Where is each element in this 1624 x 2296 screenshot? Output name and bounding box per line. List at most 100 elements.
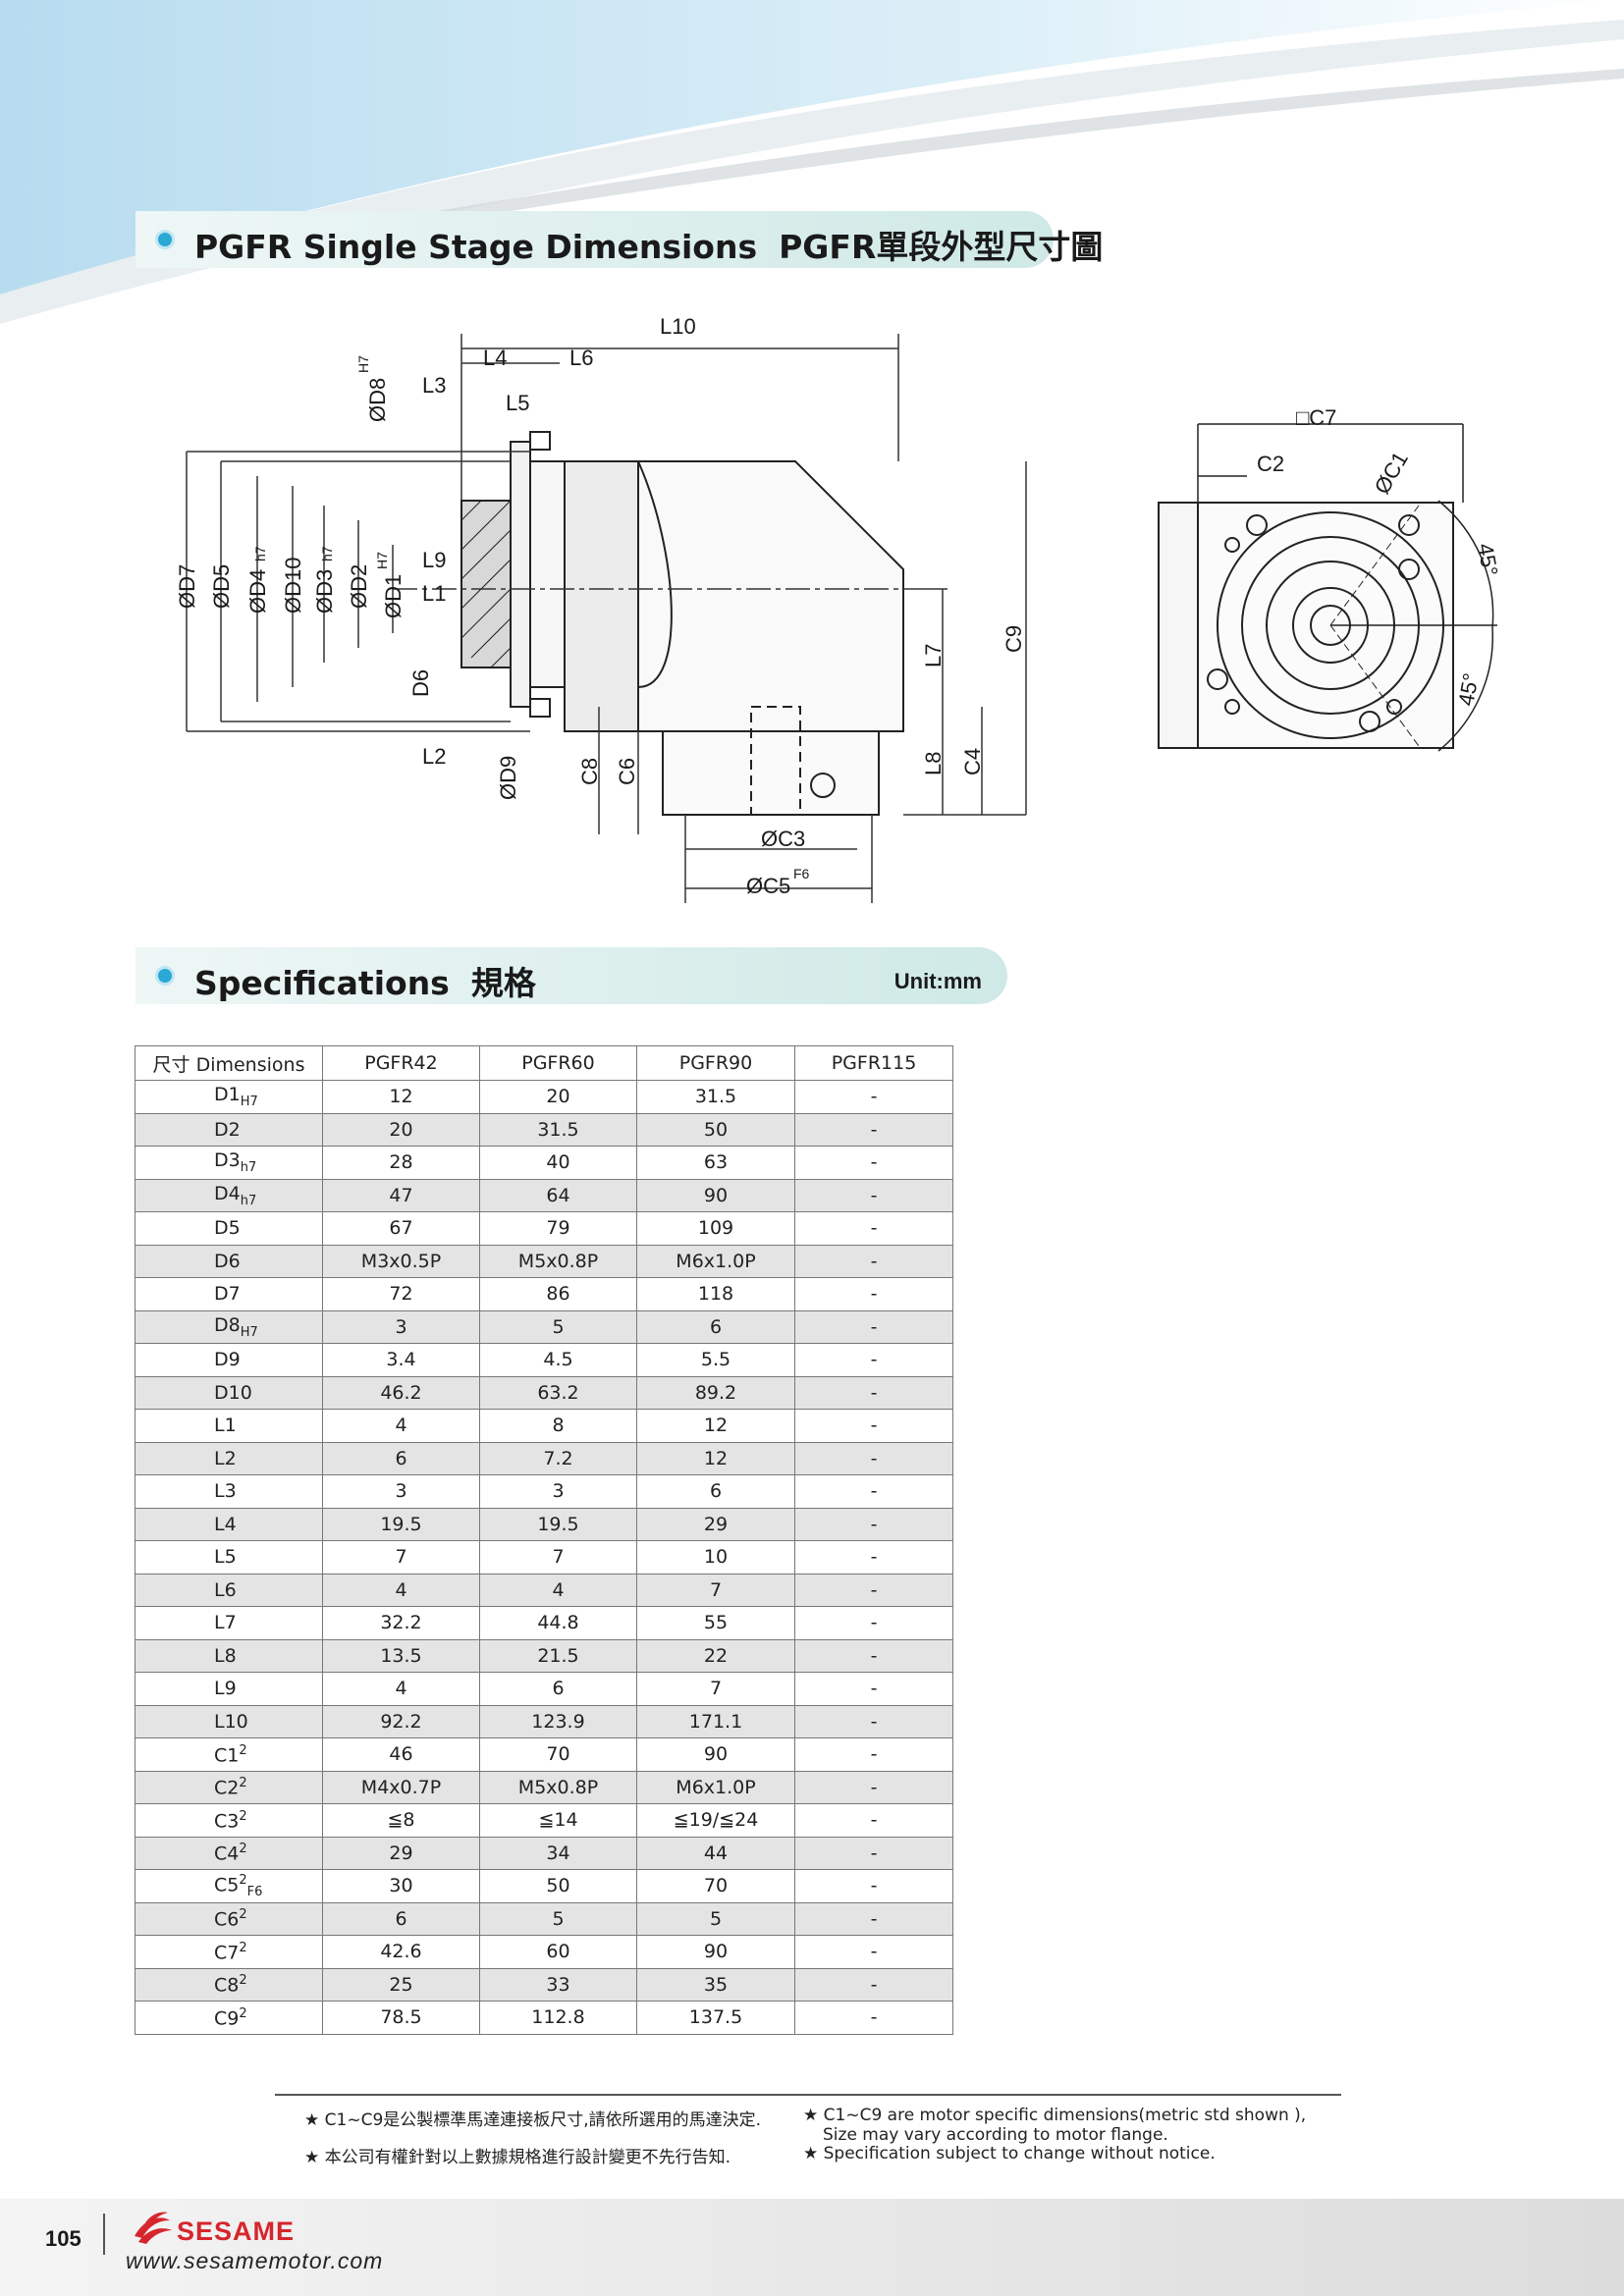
dimension-tolerance: F6 xyxy=(246,1884,263,1899)
dimension-name-cell: L6 xyxy=(135,1573,323,1607)
label-l5: L5 xyxy=(506,391,529,415)
value-cell: - xyxy=(794,1672,953,1706)
value-cell: 3 xyxy=(322,1309,480,1344)
label-c5: ØC5 xyxy=(746,874,790,898)
value-cell: 5 xyxy=(479,1901,637,1936)
value-cell: - xyxy=(794,2001,953,2035)
label-d8-tol: H7 xyxy=(355,355,371,373)
value-cell: 109 xyxy=(636,1211,795,1246)
value-cell: 46.2 xyxy=(322,1375,480,1410)
value-cell: 19.5 xyxy=(479,1507,637,1541)
dimension-name: L2 xyxy=(214,1447,237,1469)
value-cell: 4 xyxy=(322,1573,480,1607)
footer-divider xyxy=(103,2214,105,2255)
dimension-name: L5 xyxy=(214,1546,237,1569)
label-c1: ØC1 xyxy=(1370,448,1413,499)
dimension-name-cell: L4 xyxy=(135,1507,323,1541)
value-cell: 50 xyxy=(636,1112,795,1147)
label-c6: C6 xyxy=(615,758,639,785)
value-cell: 6 xyxy=(636,1474,795,1509)
value-cell: 137.5 xyxy=(636,2001,795,2035)
dimension-name-cell: C42 xyxy=(135,1836,323,1870)
note-en-1b: Size may vary according to motor flange. xyxy=(823,2125,1168,2145)
value-cell: 10 xyxy=(636,1540,795,1575)
website-link[interactable]: www.sesamemotor.com xyxy=(126,2248,384,2273)
value-cell: - xyxy=(794,1704,953,1738)
dimension-note-marker: 2 xyxy=(239,2005,247,2021)
dimension-name: C7 xyxy=(214,1941,240,1963)
value-cell: M6x1.0P xyxy=(636,1770,795,1804)
value-cell: - xyxy=(794,1244,953,1278)
value-cell: 19.5 xyxy=(322,1507,480,1541)
spec-table: 尺寸 Dimensions PGFR42 PGFR60 PGFR90 PGFR1… xyxy=(135,1045,953,2035)
dimension-name: L8 xyxy=(214,1644,237,1667)
value-cell: 25 xyxy=(322,1967,480,2002)
bullet-icon xyxy=(155,966,175,986)
value-cell: 70 xyxy=(479,1737,637,1772)
dimension-note-marker: 2 xyxy=(239,1872,247,1888)
dimension-name-cell: L2 xyxy=(135,1441,323,1475)
label-c2: C2 xyxy=(1257,452,1284,476)
label-d10: ØD10 xyxy=(281,558,305,614)
dimension-name: C9 xyxy=(214,2006,240,2029)
value-cell: - xyxy=(794,1573,953,1607)
footer-band xyxy=(0,2199,1624,2296)
dimension-name: D3 xyxy=(214,1149,241,1172)
header-pgfr115: PGFR115 xyxy=(794,1045,953,1081)
dimension-name: C5 xyxy=(214,1874,240,1896)
dimension-name: L7 xyxy=(214,1612,237,1634)
value-cell: - xyxy=(794,1375,953,1410)
dimension-name-cell: D6 xyxy=(135,1244,323,1278)
dimension-name-cell: D3h7 xyxy=(135,1146,323,1180)
value-cell: 67 xyxy=(322,1211,480,1246)
value-cell: - xyxy=(794,1869,953,1903)
label-d8: ØD8 xyxy=(365,378,390,422)
value-cell: 4 xyxy=(322,1409,480,1443)
value-cell: 90 xyxy=(636,1178,795,1212)
value-cell: 171.1 xyxy=(636,1704,795,1738)
dimension-name: C2 xyxy=(214,1777,240,1799)
value-cell: 5.5 xyxy=(636,1343,795,1377)
table-row: C32≦8≦14≦19/≦24- xyxy=(135,1803,953,1838)
value-cell: - xyxy=(794,1080,953,1114)
value-cell: 20 xyxy=(479,1080,637,1114)
value-cell: 32.2 xyxy=(322,1606,480,1640)
dimension-name: D7 xyxy=(214,1283,241,1306)
dimension-name-cell: D1H7 xyxy=(135,1080,323,1114)
value-cell: 34 xyxy=(479,1836,637,1870)
dimension-name-cell: C82 xyxy=(135,1967,323,2002)
value-cell: - xyxy=(794,1540,953,1575)
value-cell: - xyxy=(794,1935,953,1969)
value-cell: 12 xyxy=(636,1441,795,1475)
dimension-name-cell: C22 xyxy=(135,1770,323,1804)
dimension-name: D5 xyxy=(214,1217,241,1240)
dimension-name-cell: L1 xyxy=(135,1409,323,1443)
label-d4: ØD4 xyxy=(245,569,270,614)
value-cell: M5x0.8P xyxy=(479,1244,637,1278)
value-cell: - xyxy=(794,1211,953,1246)
dimension-name: C4 xyxy=(214,1842,240,1865)
header-dimensions: 尺寸 Dimensions xyxy=(135,1045,323,1081)
value-cell: 47 xyxy=(322,1178,480,1212)
brand-name: SESAME xyxy=(177,2216,296,2246)
value-cell: 33 xyxy=(479,1967,637,2002)
value-cell: 3 xyxy=(479,1474,637,1509)
label-l6: L6 xyxy=(569,346,593,370)
dimension-name: D1 xyxy=(214,1084,241,1106)
dimension-name: D9 xyxy=(214,1349,241,1371)
value-cell: 6 xyxy=(322,1441,480,1475)
value-cell: 72 xyxy=(322,1277,480,1311)
header-background xyxy=(0,0,1624,324)
